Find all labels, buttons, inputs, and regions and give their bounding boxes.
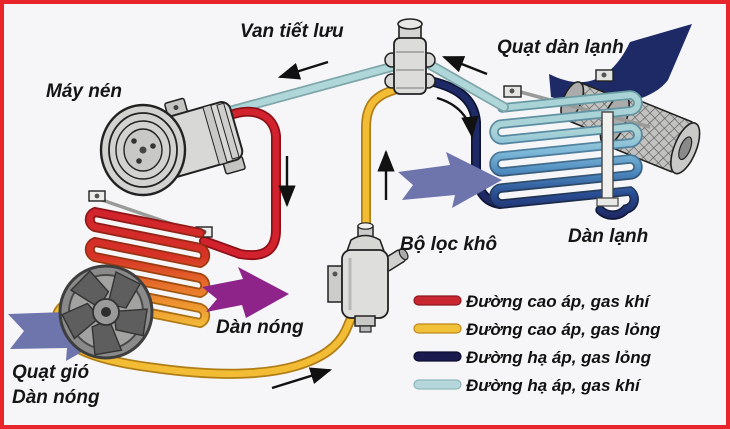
legend-swatch-high-liquid	[413, 323, 462, 334]
legend-label-high-liquid: Đường cao áp, gas lỏng	[466, 320, 661, 339]
label-compressor: Máy nén	[46, 81, 122, 102]
flow-arrow-return	[441, 55, 488, 76]
evaporator-end-plate	[601, 111, 614, 201]
legend-swatch-low-liquid	[413, 351, 462, 362]
evaporator-air-in-arrow	[398, 152, 502, 208]
flow-arrow-suction	[277, 60, 329, 80]
condenser-fan	[58, 264, 154, 360]
evaporator-foot	[596, 197, 619, 207]
legend-swatch-high-gas	[413, 295, 462, 306]
legend-label-low-gas: Đường hạ áp, gas khí	[466, 376, 642, 395]
condenser-coil	[84, 206, 211, 329]
label-expansion-valve: Van tiết lưu	[240, 21, 344, 42]
pipe-low-pressure-gas	[221, 58, 509, 117]
pipe-high-pressure-gas	[199, 106, 281, 261]
legend: Đường cao áp, gas khí Đường cao áp, gas …	[413, 292, 661, 395]
legend-label-high-gas: Đường cao áp, gas khí	[466, 292, 651, 311]
evaporator-coil	[489, 90, 643, 220]
legend-swatch-low-gas	[413, 379, 462, 390]
flow-arrows	[271, 55, 488, 390]
label-condenser: Dàn nóng	[216, 317, 304, 338]
label-condenser-fan-line1: Quạt gió	[12, 362, 89, 383]
flow-arrow-liquid-right	[271, 367, 333, 390]
compressor	[99, 97, 246, 197]
dryer	[327, 222, 409, 333]
expansion-valve	[384, 18, 436, 95]
label-dryer: Bộ lọc khô	[400, 234, 497, 255]
label-condenser-fan-line2: Dàn nóng	[12, 387, 100, 408]
condenser-air-out-arrow	[202, 267, 289, 318]
flow-arrow-valve-out	[436, 96, 479, 139]
evaporator-frame	[503, 69, 651, 129]
label-evaporator: Dàn lạnh	[568, 226, 648, 247]
label-evaporator-fan: Quạt dàn lạnh	[497, 37, 624, 58]
legend-label-low-liquid: Đường hạ áp, gas lỏng	[466, 348, 652, 367]
